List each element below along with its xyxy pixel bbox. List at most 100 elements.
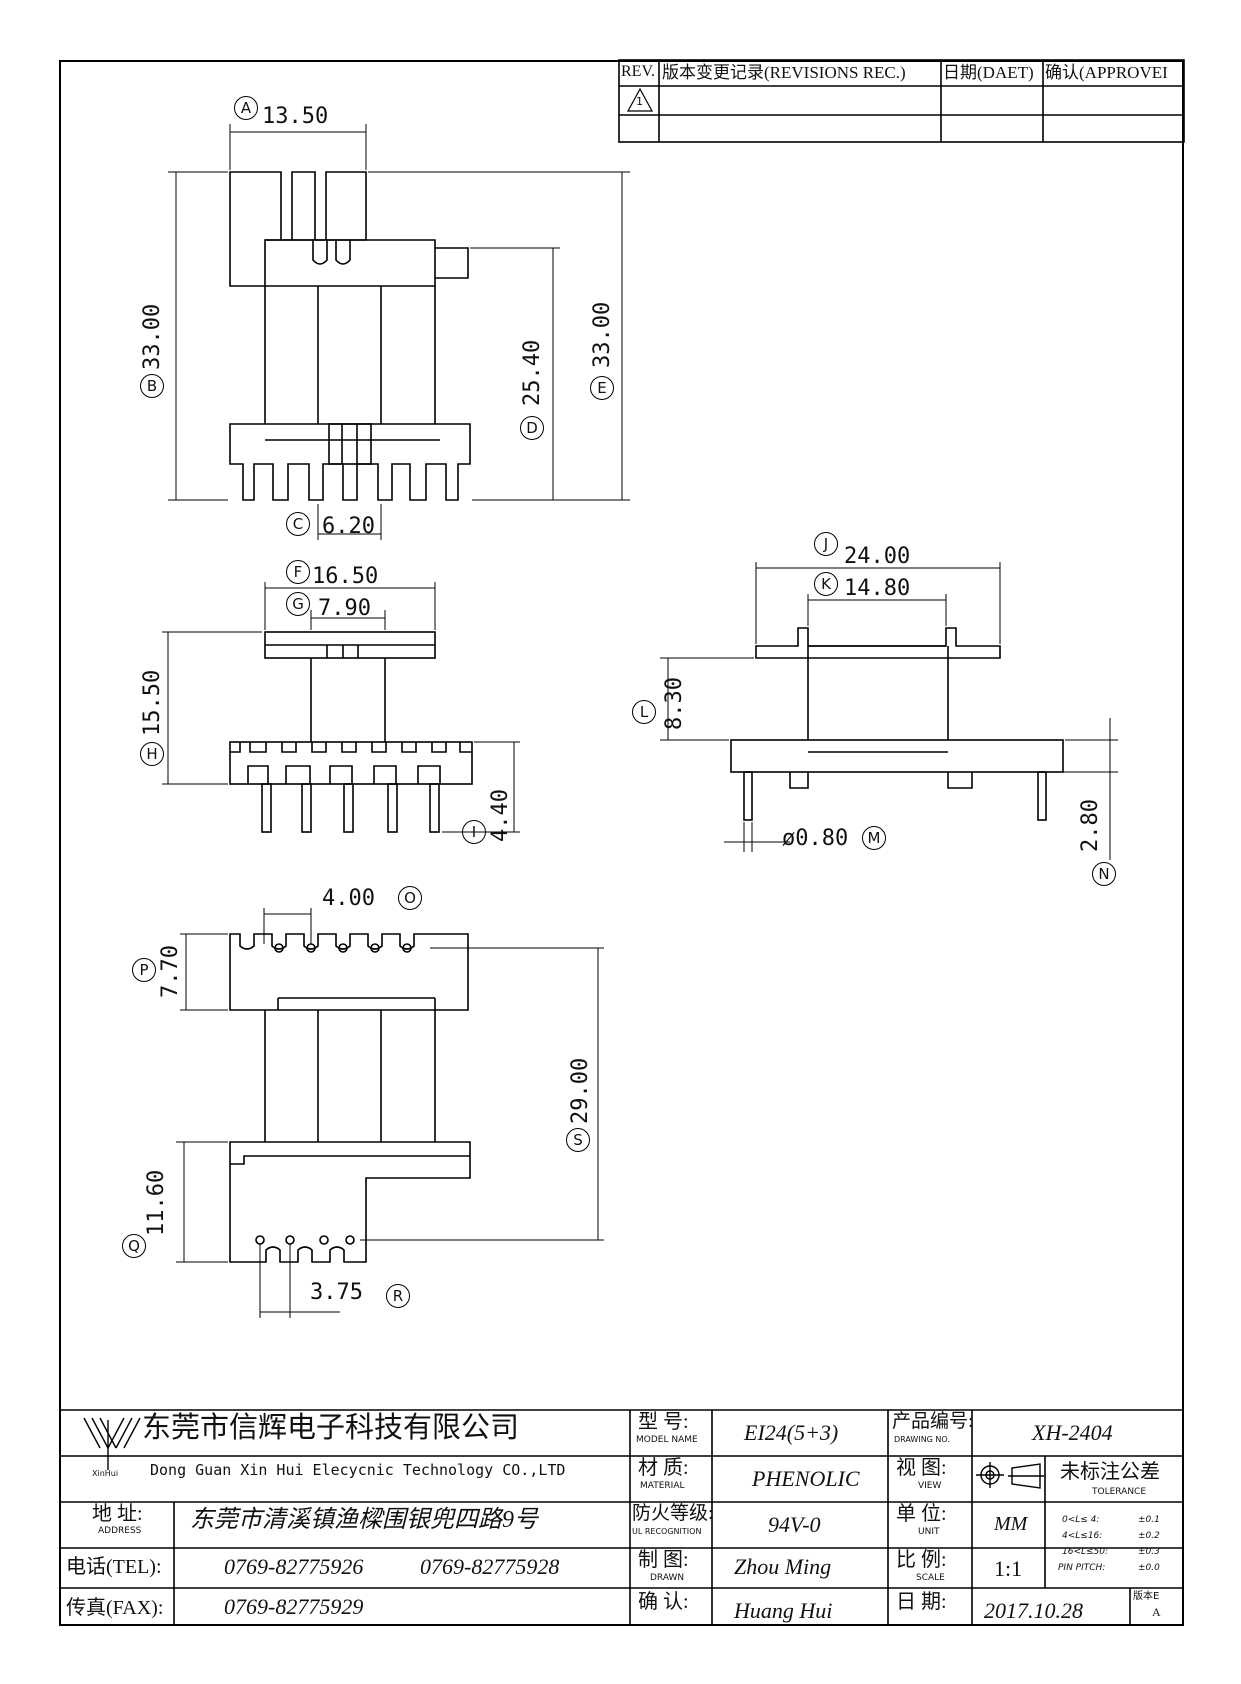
dim-E-value: 33.00 [590, 301, 615, 368]
revision-approve-header: 确认(APPROVEI [1045, 63, 1168, 82]
bottom-view [229, 933, 471, 1263]
fax-value: 0769-82775929 [224, 1594, 364, 1619]
dim-N-marker: N [1092, 862, 1116, 886]
tolerance-value-1: ±0.2 [1138, 1531, 1160, 1541]
tel-2: 0769-82775928 [420, 1554, 560, 1579]
unit-value: MM [994, 1513, 1028, 1535]
dim-D-value: 25.40 [520, 339, 545, 406]
dim-M-marker: M [862, 826, 886, 850]
tolerance-range-1: 4<L≤16: [1062, 1531, 1103, 1541]
dim-J-marker: J [814, 532, 838, 556]
material-label-en: MATERIAL [640, 1481, 685, 1491]
right-view [730, 627, 1064, 821]
dim-R-value: 3.75 [310, 1280, 363, 1305]
dim-Q-marker: Q [122, 1234, 146, 1258]
dim-C-value: 6.20 [322, 514, 375, 539]
right-dims [660, 562, 1118, 860]
revision-symbol-number: 1 [636, 95, 643, 108]
unit-label-en: UNIT [918, 1527, 940, 1537]
dim-I-marker: I [462, 820, 486, 844]
tolerance-label: 未标注公差 [1060, 1461, 1160, 1483]
dim-A-value: 13.50 [262, 104, 329, 129]
tel-label: 电话(TEL): [66, 1556, 162, 1578]
dim-E-marker: E [590, 376, 614, 400]
dim-G-marker: G [286, 592, 310, 616]
front-view [229, 171, 471, 501]
address-label: 地 址: [92, 1503, 143, 1525]
dim-D-marker: D [520, 416, 544, 440]
title-block-lines [59, 1409, 1184, 1626]
projection-symbol [976, 1462, 1044, 1489]
rev-header: REV. [621, 63, 655, 80]
dim-L-value: 8.30 [662, 677, 687, 730]
dim-B-value: 33.00 [140, 303, 165, 370]
logo-text: XinHui [92, 1469, 119, 1478]
tolerance-value-0: ±0.1 [1138, 1515, 1160, 1525]
scale-label-en: SCALE [916, 1573, 945, 1583]
material-label: 材 质: [638, 1457, 689, 1479]
dim-K-marker: K [814, 572, 838, 596]
bottom-dims [176, 908, 604, 1318]
drawn-value: Zhou Ming [734, 1554, 832, 1579]
tolerance-range-0: 0<L≤ 4: [1062, 1515, 1100, 1525]
version-label: 版本E [1133, 1591, 1160, 1602]
company-name-en: Dong Guan Xin Hui Elecycnic Technology C… [150, 1461, 566, 1479]
dim-H-value: 15.50 [140, 669, 165, 736]
dim-O-marker: O [398, 886, 422, 910]
dim-B-marker: B [140, 374, 164, 398]
scale-label: 比 例: [896, 1549, 947, 1571]
address-label-en: ADDRESS [98, 1526, 142, 1536]
revision-record-header: 版本变更记录(REVISIONS REC.) [662, 63, 906, 82]
address-value: 东莞市清溪镇渔樑围银兜四路9号 [190, 1507, 538, 1533]
date-label: 日 期: [896, 1591, 947, 1613]
revision-table-lines [618, 59, 1185, 143]
version-value: A [1152, 1605, 1161, 1619]
tolerance-value-2: ±0.3 [1138, 1547, 1160, 1557]
drawing-no-label-en: DRAWING NO. [894, 1435, 950, 1444]
drawn-label: 制 图: [638, 1549, 689, 1571]
dim-N-value: 2.80 [1078, 799, 1103, 852]
model-value: EI24(5+3) [744, 1420, 839, 1445]
tolerance-label-en: TOLERANCE [1092, 1487, 1147, 1497]
dim-H-marker: H [140, 742, 164, 766]
side-view [229, 631, 473, 833]
dim-A-marker: A [234, 96, 258, 120]
dim-R-marker: R [386, 1284, 410, 1308]
dim-S-marker: S [566, 1128, 590, 1152]
tolerance-range-3: PIN PITCH: [1058, 1563, 1106, 1573]
scale-value: 1:1 [994, 1556, 1023, 1581]
dim-M-value: ø0.80 [782, 826, 849, 851]
material-value: PHENOLIC [752, 1466, 860, 1491]
dim-K-value: 14.80 [844, 576, 911, 601]
dim-F-value: 16.50 [312, 564, 379, 589]
view-label-en: VIEW [918, 1481, 942, 1491]
dim-J-value: 24.00 [844, 544, 911, 569]
company-logo [83, 1417, 141, 1470]
check-label: 确 认: [638, 1591, 689, 1613]
fax-label: 传真(FAX): [66, 1597, 164, 1619]
side-dims [162, 582, 520, 833]
dim-L-marker: L [632, 700, 656, 724]
fire-rating-value: 94V-0 [768, 1512, 821, 1537]
fire-rating-label: 防火等级: [632, 1503, 714, 1524]
dim-O-value: 4.00 [322, 886, 375, 911]
dim-Q-value: 11.60 [144, 1169, 169, 1236]
drawing-frame [59, 60, 1184, 1626]
dim-S-value: 29.00 [568, 1057, 593, 1124]
dim-F-marker: F [286, 560, 310, 584]
date-value: 2017.10.28 [984, 1598, 1083, 1623]
unit-label: 单 位: [896, 1503, 947, 1525]
front-dims [168, 124, 630, 540]
check-value: Huang Hui [734, 1598, 833, 1623]
revision-date-header: 日期(DAET) [943, 63, 1034, 82]
view-label: 视 图: [896, 1457, 947, 1479]
model-label: 型 号: [638, 1411, 689, 1433]
drawing-no-label: 产品编号: [892, 1411, 974, 1432]
model-label-en: MODEL NAME [636, 1435, 698, 1445]
tolerance-range-2: 16<L≤50: [1062, 1547, 1109, 1557]
fire-rating-label-en: UL RECOGNITION [632, 1527, 702, 1536]
dim-G-value: 7.90 [318, 596, 371, 621]
drawing-no-value: XH-2404 [1032, 1420, 1113, 1445]
dim-P-value: 7.70 [158, 945, 183, 998]
